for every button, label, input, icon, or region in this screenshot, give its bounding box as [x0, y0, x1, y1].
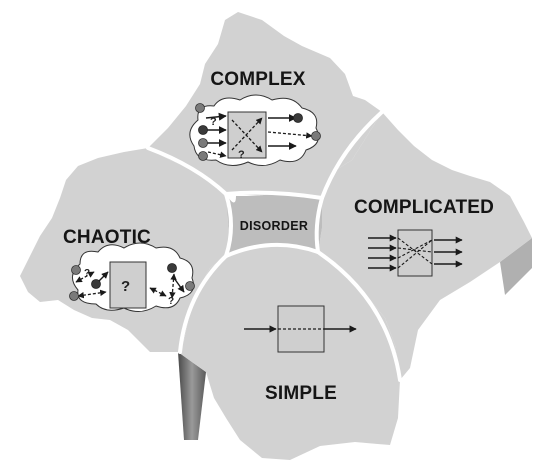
- complex-node-5: [293, 113, 303, 123]
- chaotic-arrow-4: [149, 287, 167, 297]
- complex-node-1: [195, 103, 205, 113]
- chaotic-question-mark-1: ?: [84, 268, 90, 279]
- complex-arrow-dashed-1: [207, 151, 227, 158]
- chaotic-box: [109, 261, 147, 309]
- chaotic-center-question-mark: ?: [121, 278, 130, 295]
- chaotic-node-1: [71, 265, 81, 275]
- chaotic-node-2: [91, 279, 101, 289]
- complicated-box: [397, 229, 433, 277]
- complicated-dash-2: [397, 239, 433, 269]
- complex-arrow-dashed-4: [267, 131, 313, 139]
- chaotic-icon: ? ? ?: [69, 242, 195, 312]
- landscape-side-face-left: [178, 352, 206, 440]
- complex-icon: ? ?: [189, 94, 321, 166]
- divider-simple-complicated: [316, 250, 402, 382]
- complex-arrow-solid-1: [205, 112, 227, 121]
- divider-complex-chaotic: [146, 146, 228, 196]
- chaotic-node-5: [185, 281, 195, 291]
- complex-arrow-dashed-3: [231, 117, 263, 151]
- complicated-icon: [368, 229, 463, 277]
- complicated-dash-4: [397, 239, 433, 259]
- chaotic-label: CHAOTIC: [63, 227, 151, 248]
- complex-node-6: [311, 131, 321, 141]
- divider-complex-complicated: [320, 110, 384, 200]
- complex-arrow-dashed-2: [231, 119, 263, 153]
- complicated-dash-3: [397, 247, 433, 253]
- complex-node-2: [198, 125, 208, 135]
- complicated-dash-1: [397, 237, 433, 265]
- chaotic-arrow-solid-1: [97, 271, 109, 283]
- chaotic-node-3: [69, 291, 79, 301]
- divider-disorder-top: [224, 190, 324, 200]
- landscape-side-face-right: [500, 238, 532, 295]
- complex-question-mark-2: ?: [238, 149, 245, 161]
- complicated-label: COMPLICATED: [354, 197, 494, 218]
- simple-icon: [244, 305, 357, 353]
- chaotic-node-4: [167, 263, 177, 273]
- complex-question-mark-1: ?: [210, 116, 217, 128]
- chaotic-arrow-1: [75, 271, 95, 283]
- disorder-label: DISORDER: [240, 219, 308, 233]
- divider-disorder-left: [224, 192, 233, 258]
- domain-dividers: [146, 110, 402, 382]
- disorder-region: [226, 192, 322, 256]
- complex-label: COMPLEX: [210, 69, 305, 90]
- simple-label: SIMPLE: [265, 383, 337, 404]
- divider-disorder-bottom: [224, 242, 320, 258]
- chaotic-question-mark-2: ?: [168, 296, 174, 307]
- divider-chaotic-simple: [178, 254, 228, 354]
- complex-node-4: [198, 151, 208, 161]
- chaotic-arrow-3: [169, 273, 177, 299]
- divider-disorder-right: [314, 196, 324, 254]
- complex-node-3: [198, 138, 208, 148]
- chaotic-arrow-solid-2: [173, 277, 185, 293]
